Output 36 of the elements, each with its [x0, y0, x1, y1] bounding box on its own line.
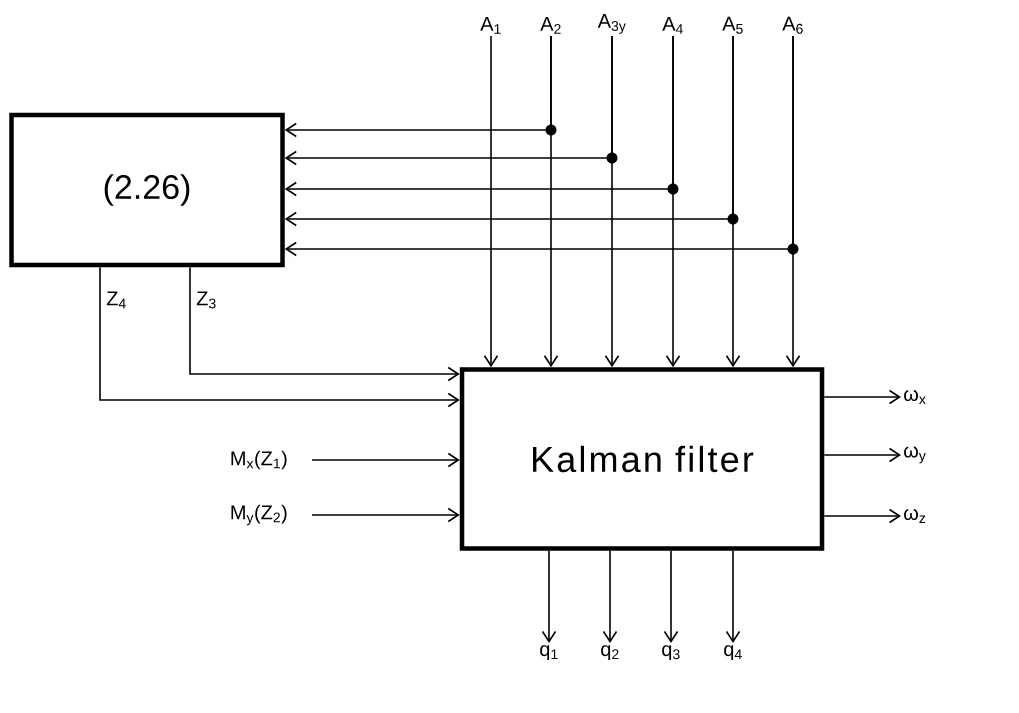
input-label: M$_{y}$(Z$_{2}$) — [231, 504, 287, 526]
arrow — [725, 549, 741, 643]
input-label: M$_{x}$(Z$_{1}$) — [231, 450, 287, 470]
arrow — [602, 549, 618, 643]
signal-label: A$_{6}$ — [782, 16, 803, 34]
output-label: ω$_{z}$ — [904, 509, 926, 523]
arrow — [284, 35, 618, 166]
arrow — [284, 35, 799, 257]
output-label: q$_{1}$ — [540, 645, 558, 661]
output-label: q$_{2}$ — [601, 645, 619, 661]
arrow — [284, 35, 679, 197]
filter-box: Kalman filter — [459, 367, 825, 551]
arrow — [663, 549, 679, 643]
arrow — [823, 447, 901, 463]
signal-label: A$_{4}$ — [662, 16, 683, 34]
edge-label: Z$_{3}$ — [196, 291, 216, 309]
output-label: ω$_{x}$ — [904, 390, 926, 404]
arrow — [284, 35, 739, 227]
arrow — [311, 452, 460, 468]
arrow — [823, 389, 901, 405]
arrow — [99, 266, 460, 408]
equation-box: (2.26) — [9, 112, 285, 268]
arrow — [483, 35, 499, 368]
arrow — [311, 507, 460, 523]
arrow — [541, 549, 557, 643]
output-label: q$_{3}$ — [662, 645, 680, 661]
arrow — [189, 266, 460, 382]
signal-label: A$_{3y}$ — [597, 14, 626, 34]
arrow — [823, 508, 901, 524]
arrow — [284, 35, 557, 138]
signal-label: A$_{5}$ — [722, 16, 743, 34]
signal-label: A$_{2}$ — [540, 16, 561, 34]
signal-label: A$_{1}$ — [480, 16, 501, 34]
output-label: q$_{4}$ — [724, 645, 742, 661]
edge-label: Z$_{4}$ — [106, 291, 126, 309]
output-label: ω$_{y}$ — [904, 446, 926, 464]
